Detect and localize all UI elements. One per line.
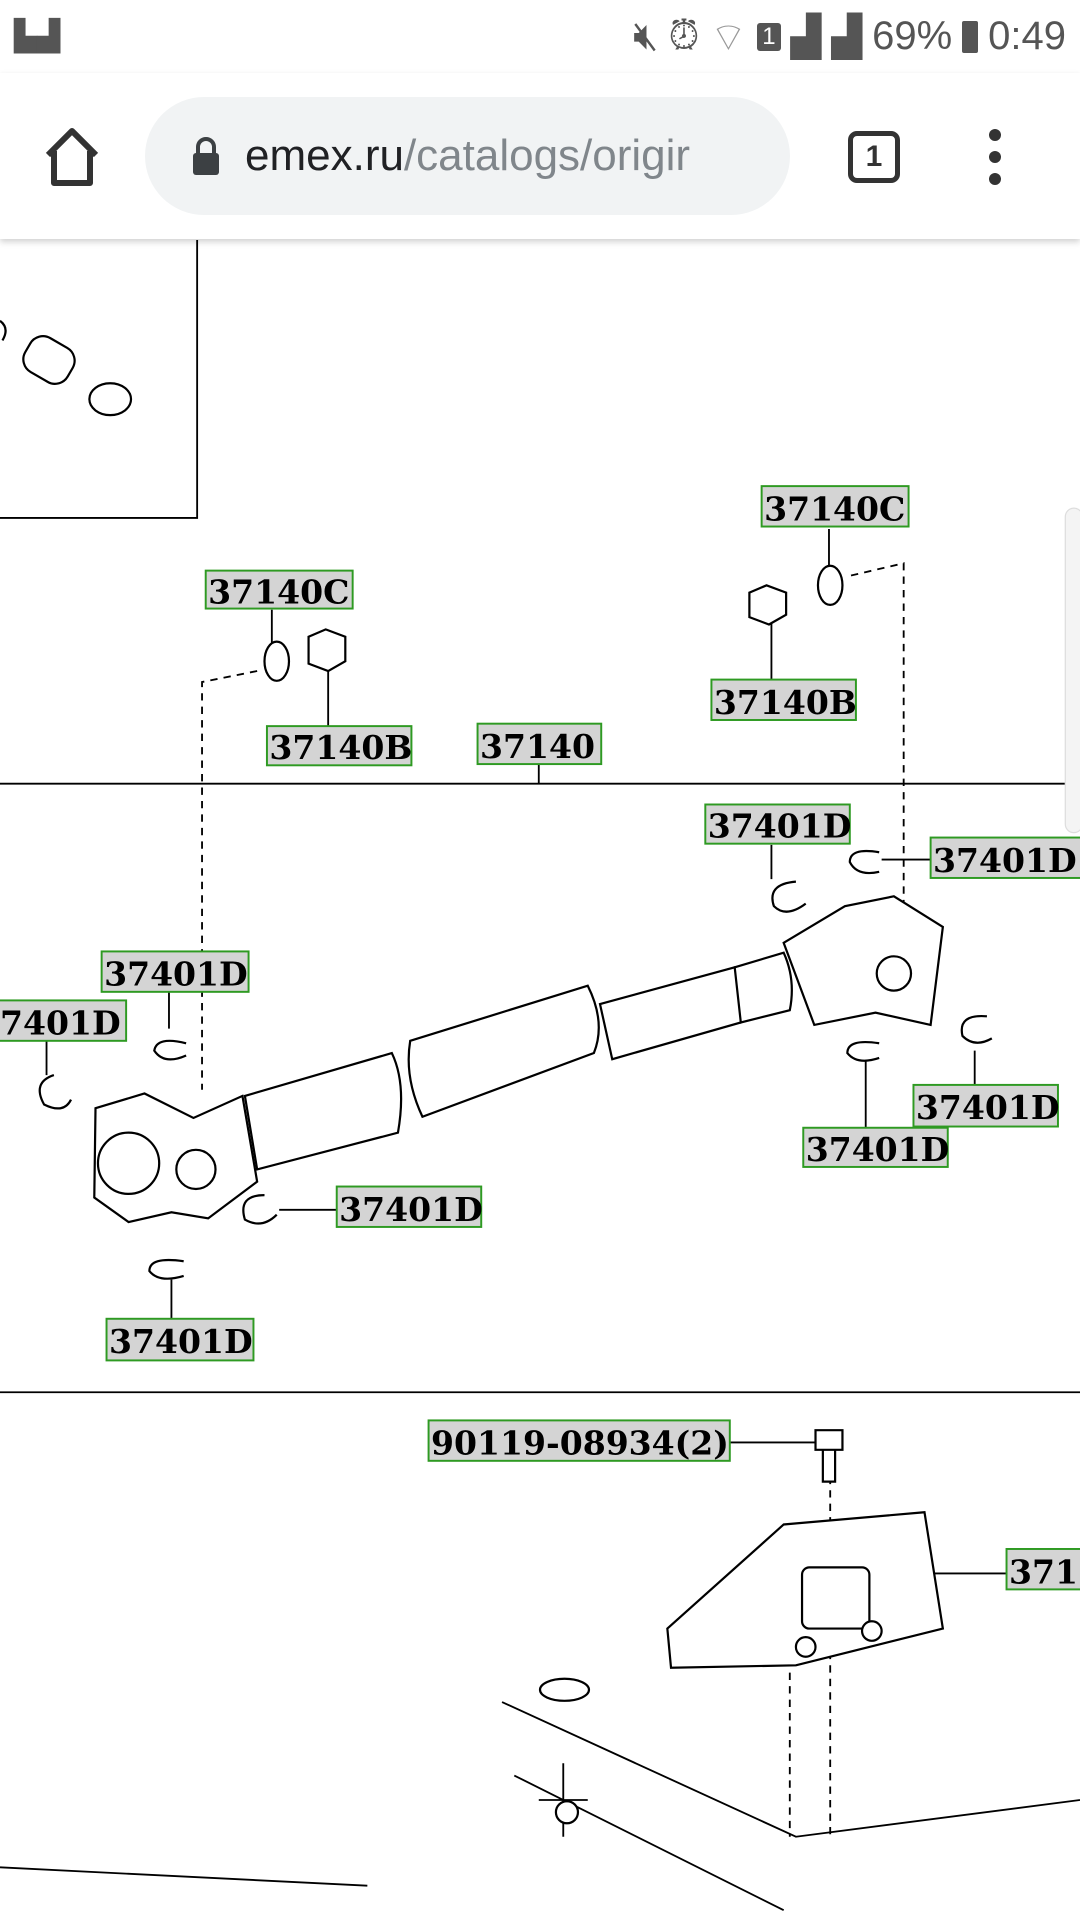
part-label[interactable]: 37401D (105, 1317, 255, 1362)
battery-percent: 69% (872, 14, 953, 58)
svg-text:371: 371 (1009, 1552, 1078, 1591)
svg-text:90119-08934(2): 90119-08934(2) (431, 1424, 729, 1463)
lock-icon (193, 137, 219, 175)
svg-text:37401D: 37401D (339, 1190, 483, 1229)
clips-and-nuts (38, 564, 993, 1280)
part-label[interactable]: 7401D (0, 999, 128, 1043)
browser-toolbar: emex.ru/catalogs/origir 1 (0, 73, 1080, 239)
bracket-assembly (0, 1429, 1080, 1912)
inset-box (0, 240, 199, 519)
propeller-shaft (93, 895, 945, 1224)
part-label[interactable]: 37401D (802, 1126, 950, 1169)
svg-text:37140C: 37140C (764, 489, 905, 528)
part-label[interactable]: 37140C (204, 569, 354, 612)
battery-icon (962, 20, 979, 53)
part-label[interactable]: 37140 (476, 722, 603, 766)
svg-text:37401D: 37401D (916, 1088, 1060, 1127)
svg-text:37140C: 37140C (208, 573, 349, 612)
notification-icon: ▙▟ (14, 20, 61, 53)
part-label[interactable]: 37401D (704, 803, 852, 846)
part-label[interactable]: 90119-08934(2) (427, 1419, 731, 1463)
part-label[interactable]: 37140B (265, 725, 413, 767)
part-label[interactable]: 37140C (760, 485, 910, 528)
part-label[interactable]: 37140B (710, 678, 857, 722)
signal-icon: ▟ (790, 14, 822, 59)
svg-text:37140B: 37140B (269, 728, 412, 767)
svg-text:37401D: 37401D (104, 955, 248, 994)
roaming-signal-icon: ▟ (831, 14, 863, 59)
part-label[interactable]: 37401D (100, 950, 250, 994)
home-icon[interactable] (40, 125, 104, 189)
svg-text:37401D: 37401D (933, 841, 1077, 880)
url-bar[interactable]: emex.ru/catalogs/origir (145, 97, 790, 215)
clock: 0:49 (988, 14, 1066, 58)
alarm-icon: ⏰︎ (668, 14, 700, 58)
inset-parts (0, 319, 133, 417)
svg-text:37140B: 37140B (714, 683, 857, 722)
svg-text:37401D: 37401D (109, 1322, 253, 1361)
svg-text:7401D: 7401D (0, 1004, 121, 1043)
url-path: /catalogs/origir (403, 131, 691, 180)
status-bar: ▙▟ 🔇︎ ⏰︎ ⌔ 1 ▟ ▟ 69% 0:49 (0, 0, 1080, 73)
more-menu-icon[interactable] (980, 127, 1010, 187)
wifi-icon: ⌔ (709, 15, 748, 60)
mute-icon: 🔇︎ (633, 14, 659, 58)
scrollbar[interactable] (1064, 507, 1080, 834)
part-label[interactable]: 37401D (929, 836, 1080, 880)
svg-text:37140: 37140 (480, 727, 595, 766)
sim-badge: 1 (757, 22, 781, 51)
url-host: emex.ru (245, 131, 404, 180)
part-label[interactable]: 37401D (912, 1083, 1060, 1128)
svg-text:37401D: 37401D (806, 1130, 950, 1169)
part-label[interactable]: 371 (1005, 1548, 1080, 1591)
part-label[interactable]: 37401D (335, 1185, 483, 1229)
tab-switcher-button[interactable]: 1 (848, 131, 900, 183)
svg-text:37401D: 37401D (708, 807, 852, 846)
